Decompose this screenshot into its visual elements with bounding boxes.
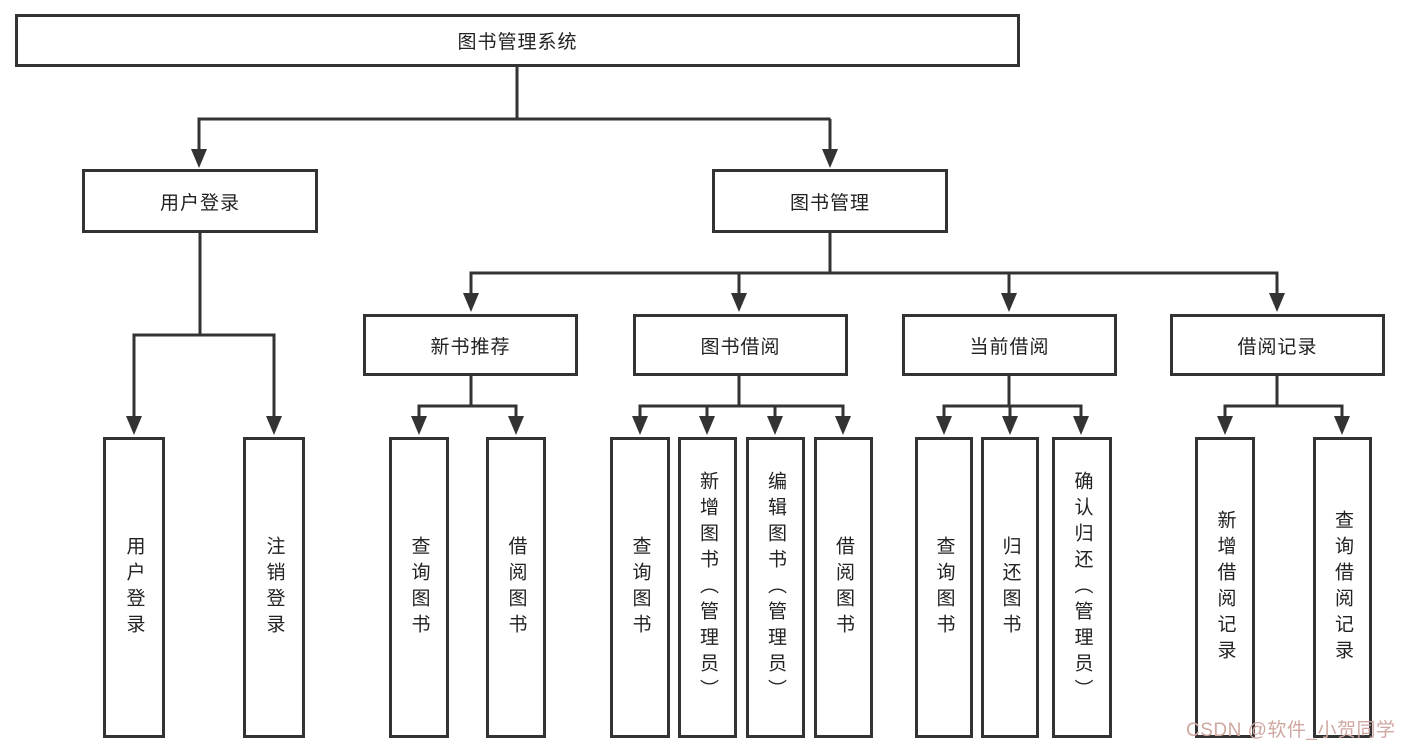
leaf-logout: 注销登录: [243, 437, 305, 738]
node-label: 图书管理系统: [457, 32, 578, 53]
node-label: 确认归还（管理员）: [1071, 470, 1093, 705]
node-label: 借阅图书: [833, 535, 854, 640]
node-label: 用户登录: [123, 535, 145, 640]
node-label: 新增图书（管理员）: [697, 470, 718, 705]
node-label: 图书管理: [789, 192, 870, 214]
node-current-borrow: 当前借阅: [902, 314, 1117, 376]
leaf-confirm-return-admin: 确认归还（管理员）: [1052, 437, 1112, 738]
leaf-recommend-query-books: 查询图书: [389, 437, 449, 738]
watermark: CSDN @软件_小贺同学: [1186, 720, 1396, 741]
leaf-query-borrow-record: 查询借阅记录: [1313, 437, 1372, 738]
leaf-add-book-admin: 新增图书（管理员）: [678, 437, 737, 738]
node-label: 归还图书: [999, 535, 1021, 640]
leaf-user-login: 用户登录: [103, 437, 165, 738]
leaf-return-book: 归还图书: [981, 437, 1039, 738]
node-user-login: 用户登录: [82, 169, 318, 233]
node-library-system: 图书管理系统: [15, 14, 1020, 67]
node-label: 查询图书: [629, 535, 651, 640]
leaf-add-borrow-record: 新增借阅记录: [1195, 437, 1255, 738]
node-borrow-records: 借阅记录: [1170, 314, 1385, 376]
node-label: 查询图书: [933, 535, 955, 640]
leaf-edit-book-admin: 编辑图书（管理员）: [746, 437, 805, 738]
node-label: 借阅图书: [505, 535, 527, 640]
node-label: 编辑图书（管理员）: [765, 470, 786, 705]
node-new-book-recommend: 新书推荐: [363, 314, 578, 376]
node-book-borrow: 图书借阅: [633, 314, 848, 376]
arrowheads: [126, 149, 1350, 435]
node-label: 查询图书: [408, 535, 430, 640]
node-label: 借阅记录: [1237, 336, 1318, 358]
leaf-borrow-query-books: 查询图书: [610, 437, 670, 738]
node-label: 用户登录: [159, 192, 240, 214]
node-label: 查询借阅记录: [1332, 509, 1353, 666]
node-label: 新书推荐: [430, 336, 511, 358]
node-label: 图书借阅: [700, 336, 781, 358]
node-label: 当前借阅: [969, 336, 1050, 358]
node-book-management: 图书管理: [712, 169, 948, 233]
leaf-recommend-borrow-books: 借阅图书: [486, 437, 546, 738]
leaf-borrow-books: 借阅图书: [814, 437, 873, 738]
node-label: 注销登录: [263, 535, 285, 640]
leaf-current-query-books: 查询图书: [915, 437, 973, 738]
node-label: 新增借阅记录: [1214, 509, 1236, 666]
